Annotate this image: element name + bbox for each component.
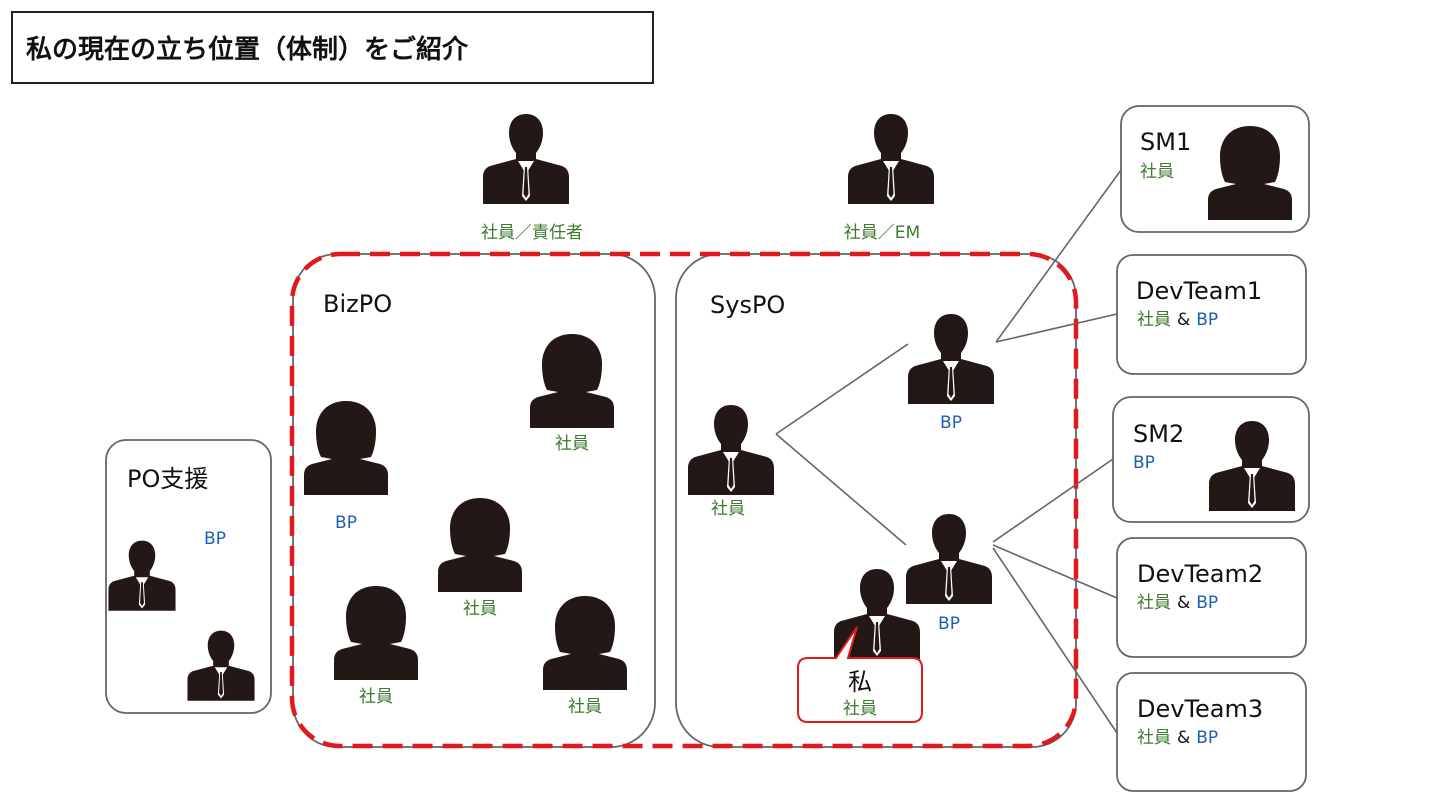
sm1-role: 社員 [1140,162,1174,182]
syspo-bp-top-person-icon [908,314,994,404]
bizpo-woman-top-right-icon [530,334,614,428]
highlight-dashed-border [289,251,1079,749]
po-support-role: BP [204,529,226,549]
po-support-label: PO支援 [127,465,208,493]
devteam1-roles: 社員&BP [1137,310,1218,330]
bizpo-woman-center-icon [438,498,522,592]
manager-role: 社員／責任者 [481,223,583,243]
syspo-bp-bottom-person-icon [906,514,992,604]
devteam3-roles: 社員&BP [1137,728,1218,748]
title-box [11,11,654,84]
bizpo-woman-left-icon [304,401,388,495]
me-callout [797,626,923,723]
devteam3-name: DevTeam3 [1137,695,1263,723]
po-support-person-1-icon [108,540,176,611]
bizpo-member-role: 社員 [463,599,497,619]
sm2-role: BP [1133,453,1155,473]
po-support-box [105,439,272,714]
em-person-icon [848,114,934,204]
bizpo-woman-bottom-right-icon [543,596,627,690]
syspo-bp-top-role: BP [940,413,962,433]
bizpo-member-role: 社員 [359,687,393,707]
manager-person-icon [483,114,569,204]
sm2-name: SM2 [1133,420,1184,448]
po-support-person-2-icon [187,630,255,701]
me-role: 社員 [843,699,877,719]
sm1-name: SM1 [1140,128,1191,156]
connector-lines [775,169,1122,734]
page-title: 私の現在の立ち位置（体制）をご紹介 [26,34,469,65]
me-label: 私 [848,668,872,696]
em-role: 社員／EM [844,223,920,243]
bizpo-woman-bottom-left-icon [334,586,418,680]
bizpo-member-role: 社員 [568,697,602,717]
devteam1-name: DevTeam1 [1136,277,1262,305]
bizpo-member-role: 社員 [555,434,589,454]
bizpo-member-role: BP [335,513,357,533]
bizpo-label: BizPO [323,290,392,318]
syspo-bp-bottom-role: BP [938,614,960,634]
devteam2-name: DevTeam2 [1137,560,1263,588]
syspo-label: SysPO [710,291,785,319]
syspo-lead-role: 社員 [711,499,745,519]
devteam2-roles: 社員&BP [1137,593,1218,613]
syspo-lead-person-icon [688,405,774,495]
